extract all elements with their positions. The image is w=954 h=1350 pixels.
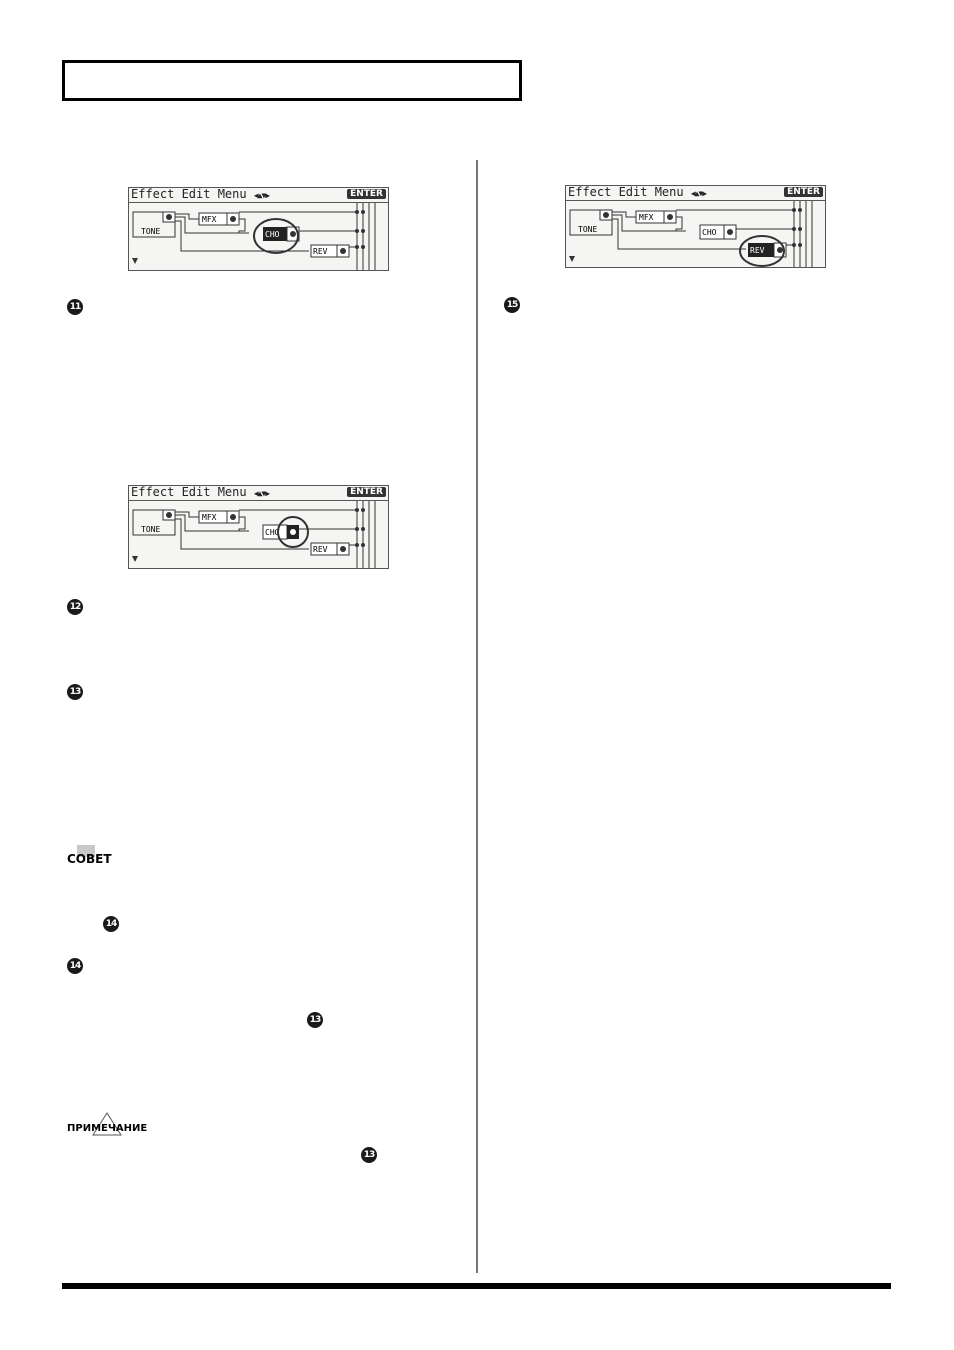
note-block: ПРИМЕЧАНИЕ	[66, 1112, 156, 1138]
mfx-switch-icon	[230, 514, 236, 520]
effect-routing-diagram: TONE MFX CHO REV	[132, 203, 376, 270]
tip-label: СОВЕТ	[67, 852, 112, 866]
cursor-arrows-icon: ◀▲▼▶	[690, 189, 707, 198]
step-12-badge: 12	[67, 599, 83, 615]
lcd-title: Effect Edit Menu ◀▲▼▶	[131, 485, 270, 499]
lightbulb-icon	[77, 845, 95, 857]
mfx-block-label: MFX	[639, 213, 654, 222]
mfx-switch-icon	[230, 216, 236, 222]
highlight-circle	[253, 218, 299, 254]
cursor-arrows-icon: ◀▲▼▶	[253, 191, 270, 200]
highlight-circle	[739, 235, 785, 267]
effect-routing-diagram: TONE MFX CHO REV	[132, 501, 376, 568]
footer-rule	[62, 1283, 891, 1289]
chapter-header-box	[62, 60, 522, 101]
cho-switch-icon	[290, 231, 296, 237]
cho-block-label: CHO	[265, 528, 280, 537]
enter-indicator: ENTER	[784, 187, 823, 197]
rev-switch-icon	[777, 247, 783, 253]
column-divider	[476, 160, 478, 1273]
step-13-inline-badge: 13	[307, 1012, 323, 1028]
tone-block-label: TONE	[141, 227, 160, 236]
step-14-inline-badge: 14	[103, 916, 119, 932]
rev-switch-icon	[340, 546, 346, 552]
rev-switch-icon	[340, 248, 346, 254]
cho-switch-icon	[727, 229, 733, 235]
tone-block-label: TONE	[578, 225, 597, 234]
effect-routing-diagram: TONE MFX CHO REV	[569, 201, 813, 267]
step-13-badge: 13	[67, 684, 83, 700]
tone-switch-icon	[166, 214, 172, 220]
cho-block-label: CHO	[702, 228, 717, 237]
enter-indicator: ENTER	[347, 487, 386, 497]
mfx-block-label: MFX	[202, 215, 217, 224]
lcd-screen-cho-switch: Effect Edit Menu ◀▲▼▶ ENTER TONE MFX CHO…	[128, 485, 389, 569]
tone-switch-icon	[166, 512, 172, 518]
rev-block-label: REV	[313, 247, 328, 256]
scroll-down-icon	[569, 256, 575, 262]
lcd-title: Effect Edit Menu ◀▲▼▶	[568, 185, 707, 199]
step-11-badge: 11	[67, 299, 83, 315]
note-label: ПРИМЕЧАНИЕ	[67, 1123, 148, 1134]
lcd-title: Effect Edit Menu ◀▲▼▶	[131, 187, 270, 201]
cho-switch-icon	[290, 529, 296, 535]
lcd-screen-rev-selected: Effect Edit Menu ◀▲▼▶ ENTER TONE MFX CHO…	[565, 185, 826, 268]
cho-block-label: CHO	[265, 230, 280, 239]
highlight-circle	[277, 516, 309, 548]
cursor-arrows-icon: ◀▲▼▶	[253, 489, 270, 498]
tip-block: СОВЕТ	[65, 845, 121, 869]
mfx-block-label: MFX	[202, 513, 217, 522]
tone-switch-icon	[603, 212, 609, 218]
enter-indicator: ENTER	[347, 189, 386, 199]
step-15-badge: 15	[504, 297, 520, 313]
rev-block-label: REV	[313, 545, 328, 554]
rev-block-label: REV	[750, 246, 765, 255]
scroll-down-icon	[132, 258, 138, 264]
scroll-down-icon	[132, 556, 138, 562]
mfx-switch-icon	[667, 214, 673, 220]
step-14-badge: 14	[67, 958, 83, 974]
tone-block-label: TONE	[141, 525, 160, 534]
step-13-inline-badge-2: 13	[361, 1147, 377, 1163]
warning-triangle-icon	[92, 1112, 122, 1136]
lcd-screen-cho-selected: Effect Edit Menu ◀▲▼▶ ENTER TONE MFX CHO…	[128, 187, 389, 271]
